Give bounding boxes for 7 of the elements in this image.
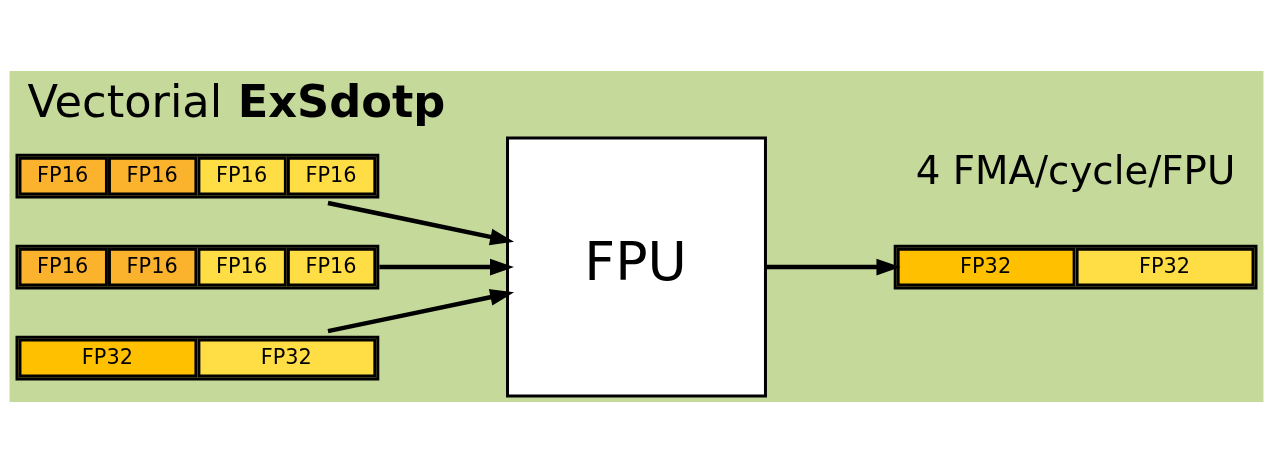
diagram-title: Vectorial ExSdotp <box>27 74 446 128</box>
arrow <box>327 200 515 245</box>
arrow <box>379 258 514 275</box>
node-box: FPU <box>506 136 767 398</box>
arrow <box>765 258 901 275</box>
arrow <box>327 288 515 333</box>
label: 4 FMA/cycle/FPU <box>915 147 1236 193</box>
